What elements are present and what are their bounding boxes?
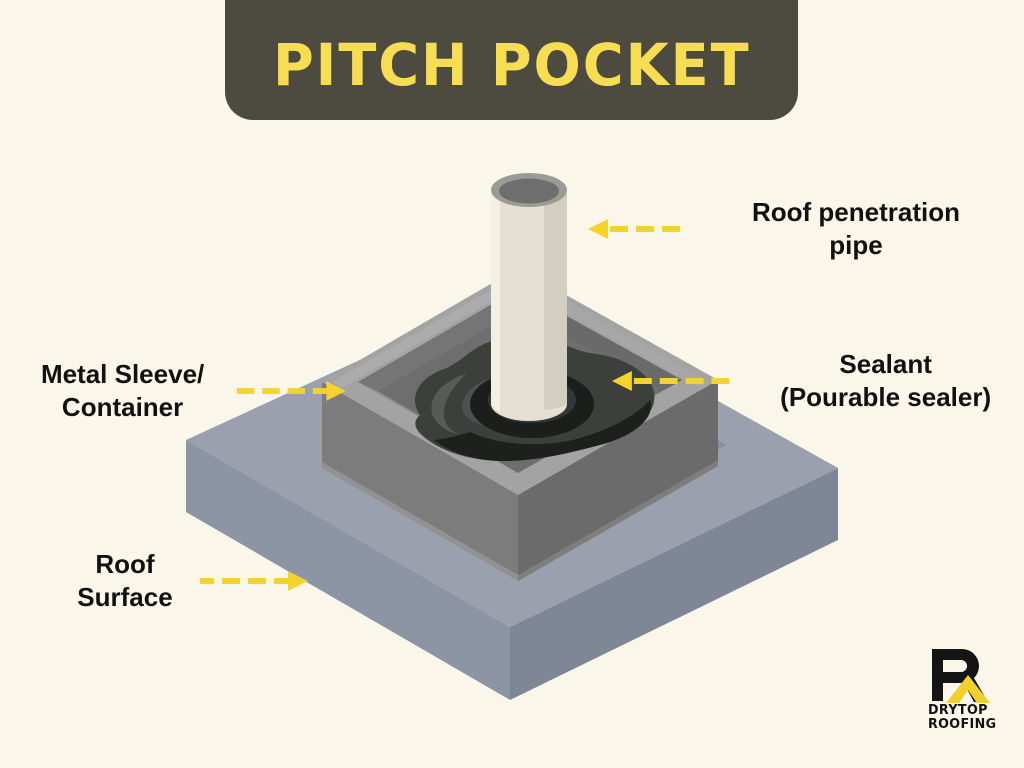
drytop-roofing-mark-icon	[932, 649, 990, 703]
arrow-right-icon	[200, 571, 308, 592]
pipe-body	[491, 190, 567, 421]
container-left-face	[322, 382, 518, 581]
container-left-lip	[322, 462, 518, 581]
sealant-pipe-collar	[470, 370, 594, 438]
sealant-highlight-swirl-left	[431, 374, 466, 434]
roof-slab-right-face	[510, 468, 838, 700]
arrow-left-icon	[588, 219, 680, 240]
arrow-right-icon	[237, 381, 347, 401]
logo-word-line1: DRYTOP	[928, 702, 988, 718]
pipe-highlight-strip	[491, 190, 500, 412]
sealant-highlight-swirl-inner	[462, 376, 500, 426]
callout-metal-sleeve-container: Metal Sleeve/ Container	[18, 358, 348, 425]
callout-label-sealant: Sealant (Pourable sealer)	[780, 349, 992, 413]
arrow-left-icon	[611, 371, 730, 392]
sealant-collar-inner-ring	[488, 377, 576, 423]
callout-sealant: Sealant (Pourable sealer)	[610, 348, 1014, 415]
container-inner-wall-back-left	[358, 289, 518, 391]
logo-word-line2: ROOFING	[928, 716, 997, 733]
title-banner: PITCH POCKET	[225, 0, 798, 120]
brand-logo: DRYTOP ROOFING	[928, 645, 1010, 737]
pipe-rim	[491, 173, 567, 207]
container-right-lip	[518, 460, 718, 581]
page-title: PITCH POCKET	[272, 31, 751, 99]
roof-penetration-pipe	[491, 173, 567, 421]
callout-label-metal-sleeve-container: Metal Sleeve/ Container	[40, 359, 205, 423]
pipe-shading-strip	[544, 190, 567, 410]
callout-roof-surface: Roof Surface	[60, 548, 310, 615]
pipe-bore	[499, 178, 559, 204]
metal-sleeve-container	[322, 268, 718, 581]
callout-label-roof-surface: Roof Surface	[77, 549, 173, 613]
container-inner-wall-front-left	[358, 382, 518, 473]
callout-label-roof-penetration-pipe: Roof penetration pipe	[752, 197, 960, 261]
container-rim-highlight-left	[332, 274, 528, 388]
callout-roof-penetration-pipe: Roof penetration pipe	[586, 196, 1006, 263]
